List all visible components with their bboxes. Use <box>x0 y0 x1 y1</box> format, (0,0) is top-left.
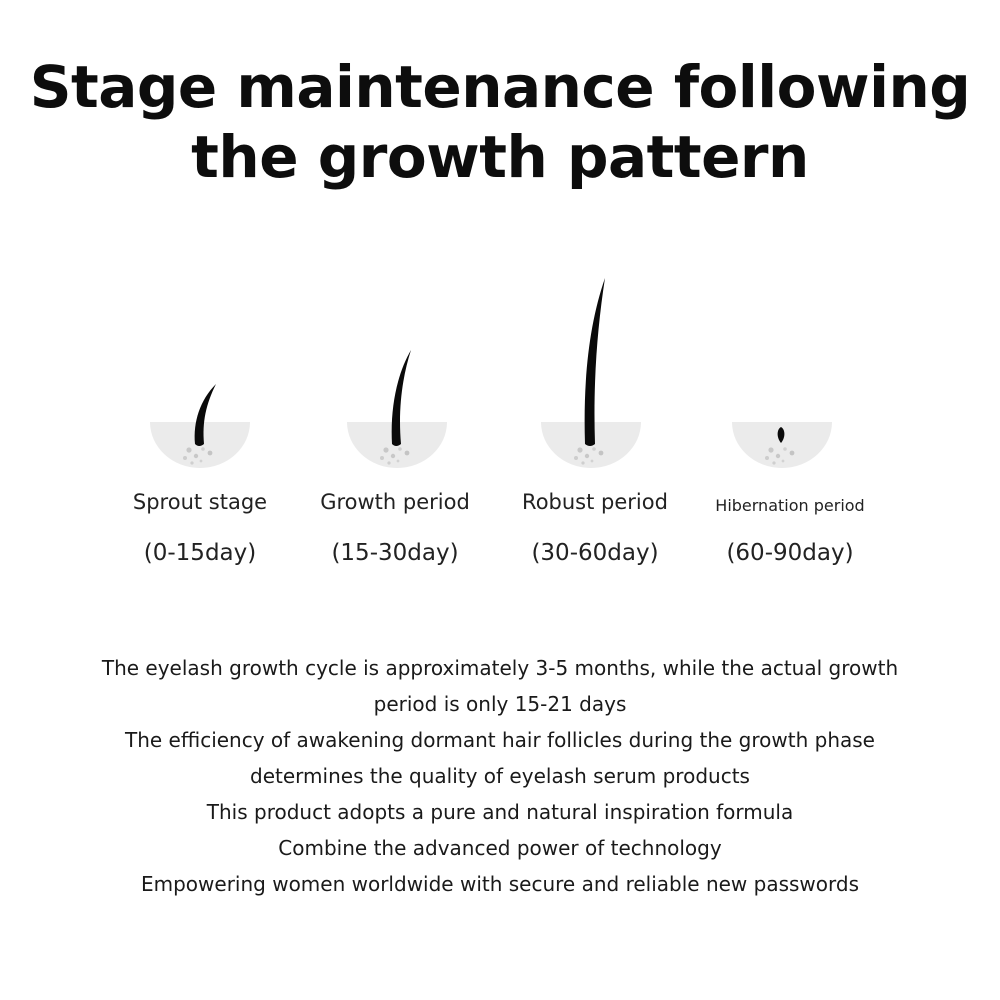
growing-lash-icon <box>347 350 447 468</box>
stage-range: (30-60day) <box>531 540 659 566</box>
stage-name: Robust period <box>522 490 668 514</box>
growth-stages: Sprout stage (0-15day) Growth period (15… <box>0 270 1000 590</box>
description-line: This product adopts a pure and natural i… <box>206 800 794 824</box>
description-line: determines the quality of eyelash serum … <box>250 764 750 788</box>
description-line: Empowering women worldwide with secure a… <box>140 872 860 896</box>
sprout-lash-icon <box>150 384 250 468</box>
description-line: The efficiency of awakening dormant hair… <box>125 728 875 752</box>
title-line-1: Stage maintenance following <box>29 53 971 121</box>
stage-name: Hibernation period <box>715 496 865 515</box>
robust-lash-icon <box>541 278 641 468</box>
title-line-2: the growth pattern <box>191 123 809 191</box>
stage-range: (60-90day) <box>726 540 854 566</box>
stage-robust: Robust period (30-60day) <box>485 270 705 590</box>
description-line: The eyelash growth cycle is approximatel… <box>101 656 899 680</box>
stage-range: (15-30day) <box>331 540 459 566</box>
description-line: period is only 15-21 days <box>373 692 627 716</box>
stage-range: (0-15day) <box>143 540 257 566</box>
description-block: The eyelash growth cycle is approximatel… <box>40 650 960 902</box>
stage-hibernation: Hibernation period (60-90day) <box>680 270 900 590</box>
stage-name: Growth period <box>320 490 470 514</box>
description-line: Combine the advanced power of technology <box>278 836 722 860</box>
stage-sprout: Sprout stage (0-15day) <box>90 270 310 590</box>
page-title: Stage maintenance following the growth p… <box>0 52 1000 192</box>
stage-growth: Growth period (15-30day) <box>285 270 505 590</box>
stage-name: Sprout stage <box>132 490 268 514</box>
dormant-lash-icon <box>732 422 832 468</box>
